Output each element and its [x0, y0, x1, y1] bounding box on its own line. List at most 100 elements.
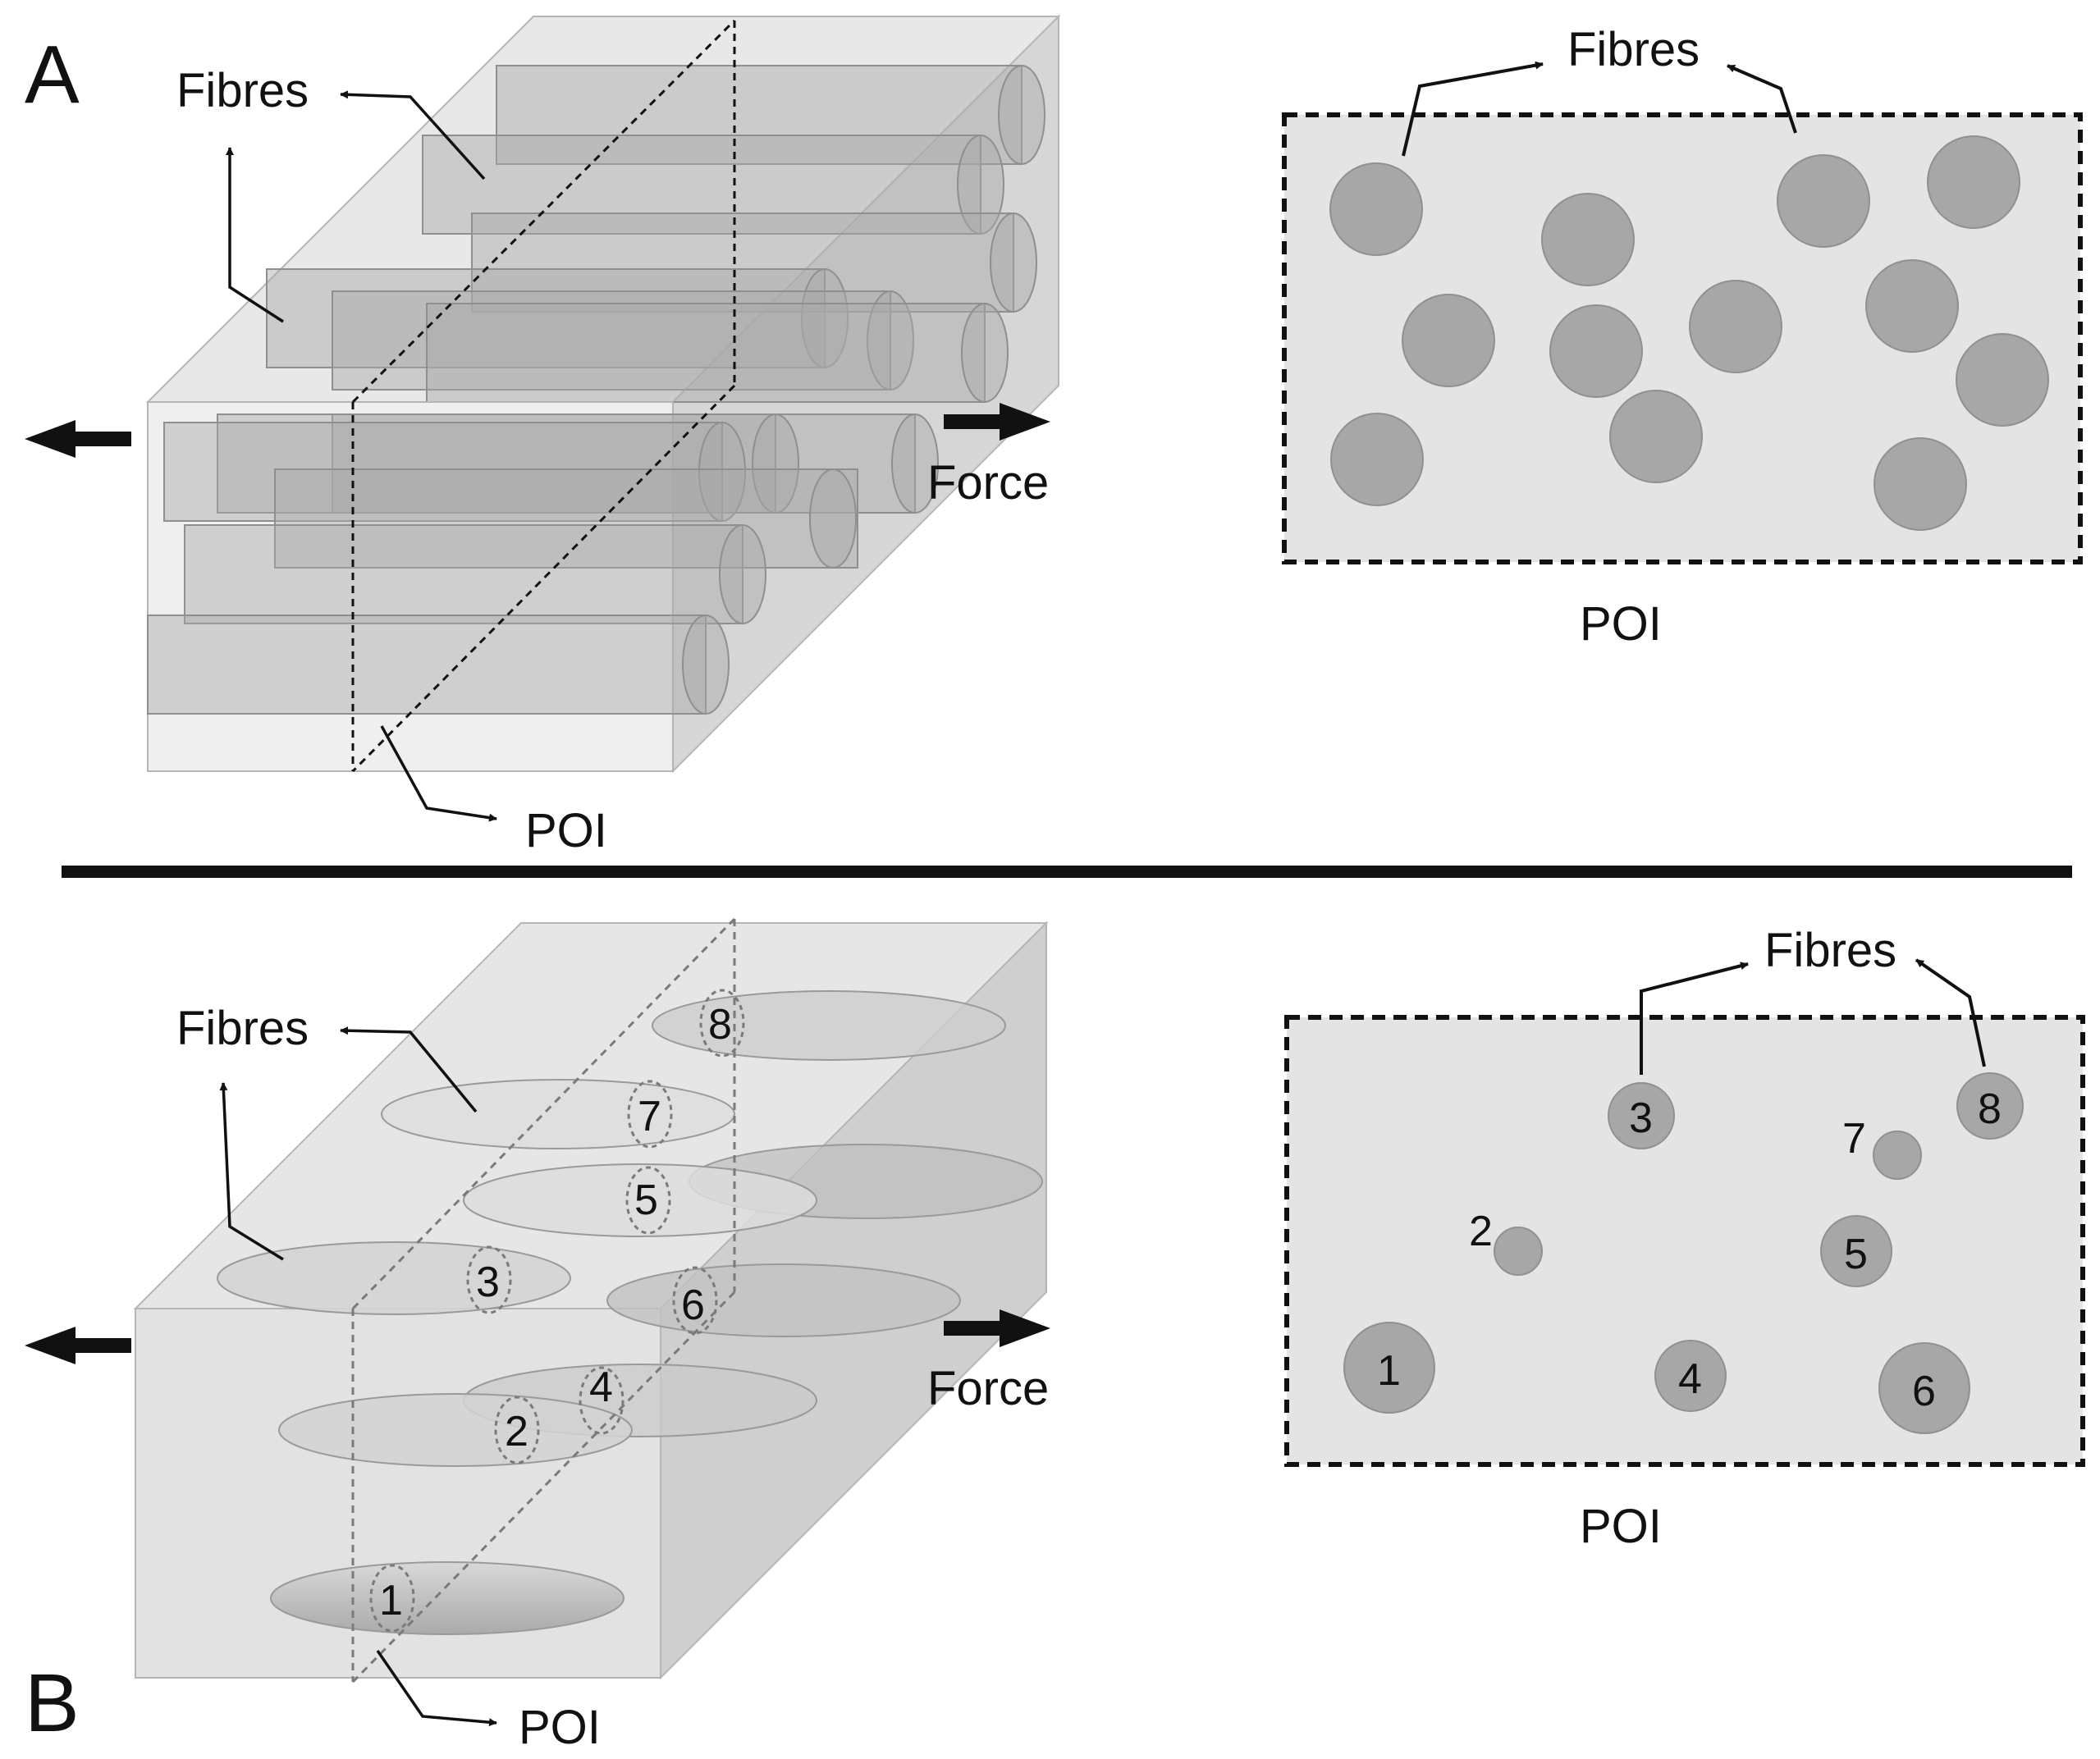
fibre-end	[867, 290, 914, 391]
section-fibres-leader-right	[1727, 64, 1797, 134]
fibre-number-4: 4	[589, 1364, 613, 1411]
fibre-section	[1609, 390, 1703, 483]
section-number-6: 6	[1912, 1368, 1936, 1415]
poi-intersections	[369, 989, 745, 1633]
panel-b-force-label: Force	[927, 1362, 1049, 1415]
fibre-section-3	[1608, 1082, 1675, 1149]
fibres-leader-3d-2	[219, 1082, 284, 1261]
force-arrow-right	[944, 403, 1050, 441]
force-arrow-right	[944, 1309, 1050, 1347]
fibre-cylinder	[496, 65, 1023, 165]
fibre-section-7	[1873, 1131, 1922, 1180]
panel-a-poi-plane	[351, 19, 736, 773]
fibre-section	[1402, 294, 1495, 387]
section-fibres-leader-left	[1402, 61, 1544, 157]
panel-a-poi-label-section: POI	[1580, 597, 1662, 651]
section-number-8: 8	[1978, 1085, 2002, 1133]
fibre-ellipse-7	[381, 1079, 735, 1149]
panel-a-fibres-label-3d: Fibres	[176, 64, 309, 117]
fibres-leader-3d-2	[226, 147, 284, 323]
section-number-3: 3	[1629, 1094, 1653, 1142]
fibre-cylinder	[422, 135, 981, 235]
poi-leader-3d	[376, 1650, 497, 1727]
panel-b-poi-label-section: POI	[1580, 1500, 1662, 1553]
fibre-end	[719, 524, 766, 624]
fibre-number-2: 2	[505, 1408, 528, 1455]
section-number-4: 4	[1678, 1355, 1702, 1403]
fibre-cylinder	[163, 422, 723, 522]
poi-leader-3d	[380, 725, 497, 822]
fibre-number-7: 7	[638, 1093, 661, 1140]
panel-a-force-label: Force	[927, 456, 1049, 509]
section-fibres-leader-left	[1640, 962, 1749, 1075]
fibre-end	[957, 135, 1004, 235]
fibre-end	[752, 413, 799, 514]
fibre-number-6: 6	[681, 1282, 705, 1329]
fibre-section	[1956, 333, 2049, 427]
panel-a-cross-section: Fibres POI	[1282, 23, 2083, 651]
panel-b-poi-label-3d: POI	[519, 1701, 601, 1754]
fibre-end	[809, 468, 857, 569]
fibre-section-8	[1956, 1072, 2024, 1140]
fibre-section-2	[1494, 1227, 1543, 1276]
fibre-section	[1549, 304, 1643, 398]
panel-divider	[62, 866, 2072, 878]
fibre-cylinder	[471, 212, 1014, 313]
fibre-section	[1330, 413, 1424, 506]
panel-a-box	[145, 14, 1061, 774]
panel-a-front-fibres	[147, 413, 939, 715]
panel-a: A	[25, 14, 2083, 857]
panel-b-3d-numbers: 1 2 3 4 5 6 7 8	[379, 1001, 732, 1624]
fibre-cylinder	[147, 615, 707, 715]
panel-b-fibres-label-section: Fibres	[1764, 924, 1896, 977]
fibre-section	[1927, 135, 2020, 229]
panel-a-fibres-label-section: Fibres	[1567, 23, 1700, 76]
fibre-section	[1865, 259, 1959, 353]
fibre-section	[1777, 154, 1870, 248]
section-number-2: 2	[1469, 1208, 1493, 1255]
section-number-5: 5	[1844, 1231, 1868, 1278]
fibres-leader-3d	[340, 90, 486, 180]
fibre-ellipse-5	[463, 1163, 817, 1237]
fibre-ellipse-1	[270, 1561, 625, 1635]
fibre-section-4	[1654, 1340, 1727, 1412]
fibre-cylinder	[274, 468, 858, 569]
fibre-section-5	[1820, 1215, 1892, 1287]
fibres-leader-3d	[340, 1026, 478, 1113]
fibre-section	[1329, 162, 1423, 256]
fibre-section-6	[1878, 1342, 1970, 1434]
panel-b-box: 1 2 3 4 5 6 7 8	[133, 917, 1049, 1684]
fibre-number-1: 1	[379, 1577, 403, 1624]
fibre-cylinder	[217, 413, 776, 514]
panel-b: B	[25, 917, 2085, 1754]
fibre-end	[998, 65, 1045, 165]
panel-a-letter: A	[25, 29, 80, 121]
panel-b-letter: B	[25, 1657, 80, 1749]
fibre-number-5: 5	[634, 1176, 658, 1224]
fibre-end	[801, 268, 849, 368]
fibre-number-8: 8	[708, 1001, 732, 1049]
fibre-cylinder	[266, 268, 826, 368]
force-arrow-left	[25, 1327, 131, 1364]
fibre-ellipse-3	[217, 1241, 571, 1315]
panel-b-cross-section: 1 2 3 4 5 6 7 8 Fibres POI	[1284, 924, 2085, 1553]
fibre-section	[1874, 437, 1967, 531]
section-fibres	[1343, 1072, 2024, 1434]
section-fibres	[1329, 135, 2049, 531]
fibre-end	[698, 422, 746, 522]
fibre-section	[1541, 193, 1635, 286]
box-front-face	[147, 401, 674, 772]
fibre-cylinder	[426, 303, 986, 403]
fibre-ellipse-2	[278, 1393, 633, 1467]
force-arrow-left	[25, 420, 131, 458]
fibre-cylinder	[332, 290, 891, 391]
panel-a-fibres	[266, 65, 1045, 403]
panel-b-poi-plane	[351, 917, 736, 1684]
fibre-section	[1689, 280, 1782, 373]
section-numbers: 1 2 3 4 5 6 7 8	[1377, 1085, 2002, 1415]
section-fibres-leader-right	[1915, 958, 1986, 1067]
section-number-7: 7	[1842, 1115, 1866, 1163]
fibre-end	[682, 615, 730, 715]
fibre-cylinder	[184, 524, 743, 624]
